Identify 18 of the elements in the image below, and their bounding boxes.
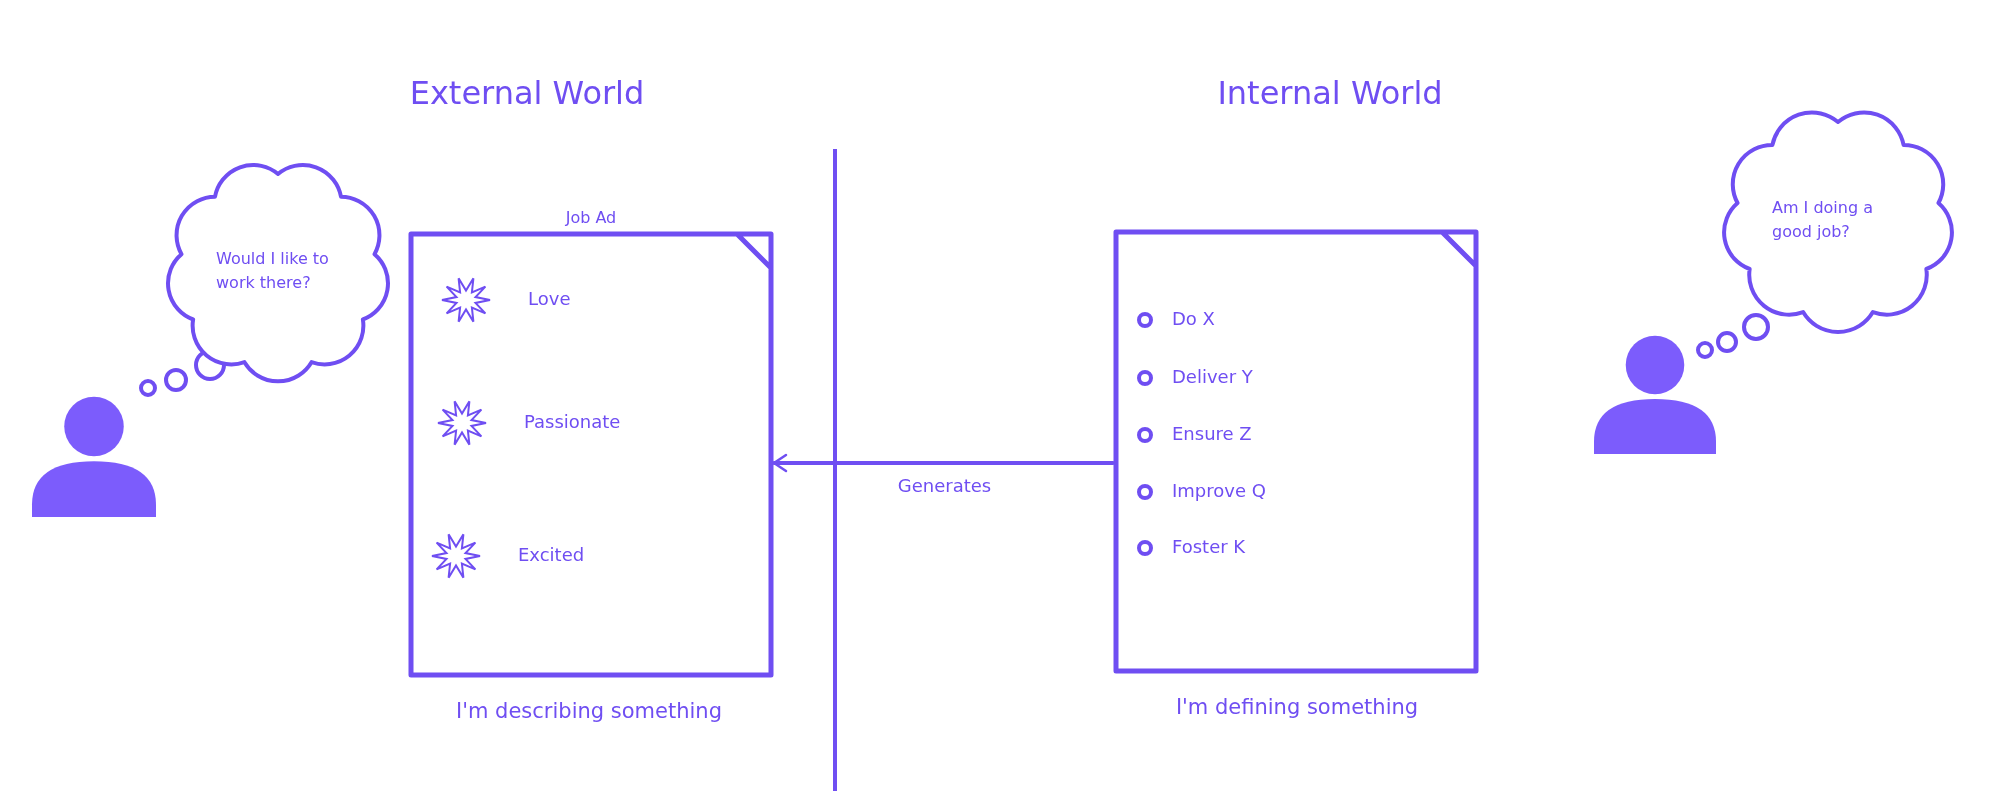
document-caption: I'm describing something — [455, 699, 723, 723]
list-item: Ensure Z — [1172, 423, 1252, 444]
list-item: Do X — [1172, 308, 1215, 329]
document-page — [1113, 228, 1479, 674]
thought-text: Would I like to work there? — [216, 248, 330, 294]
document-caption: I'm defining something — [1174, 695, 1420, 719]
section-title: External World — [408, 74, 646, 112]
thought-cloud — [166, 160, 390, 382]
list-item: Love — [528, 288, 571, 309]
section-title: Internal World — [1216, 74, 1444, 112]
list-item: Foster K — [1172, 536, 1246, 557]
list-item: Deliver Y — [1172, 366, 1253, 387]
list-item: Excited — [518, 544, 585, 565]
list-item: Improve Q — [1172, 480, 1266, 501]
thought-text: Am I doing a good job? — [1772, 197, 1874, 243]
document-heading: Job Ad — [564, 208, 618, 227]
thought-cloud — [1722, 108, 1954, 332]
list-item: Passionate — [524, 411, 621, 432]
